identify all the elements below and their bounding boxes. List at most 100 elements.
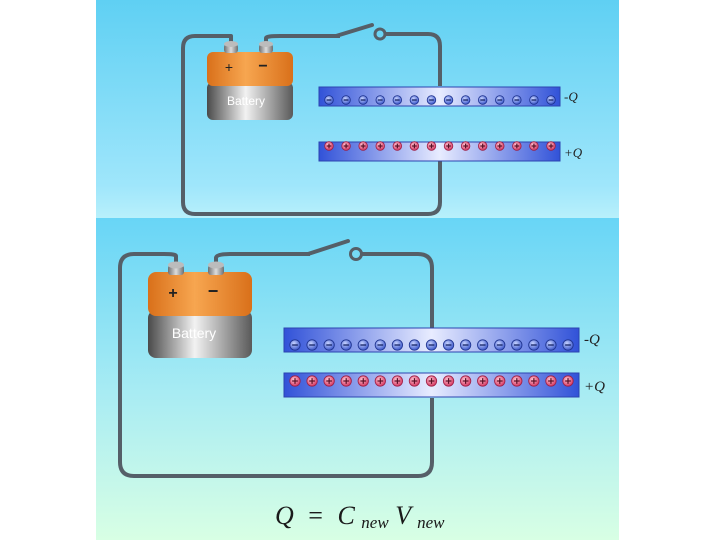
bottom-battery [148,261,252,358]
bottom-negative-charge [408,339,421,351]
bottom-negative-charges [289,339,574,351]
top-negative-charge [546,95,556,105]
bottom-negative-charge [511,339,523,351]
bottom-positive-charge [391,375,403,387]
equation-c: C [337,501,355,530]
bottom-battery-minus: − [208,281,219,301]
top-positive-charges [324,141,556,151]
bottom-circuit-wire-upper [214,252,310,268]
top-positive-charge [460,141,471,151]
top-switch-lever [334,23,374,38]
top-positive-charge [477,141,488,151]
top-positive-charge [358,141,368,151]
top-negative-charge [495,95,505,105]
bottom-positive-charge [494,375,506,387]
bottom-battery-label: Battery [172,325,216,341]
bottom-battery-plus: + [168,285,177,302]
bottom-negative-charge [289,339,301,351]
top-switch-contact [373,27,387,41]
bottom-positive-charge [511,375,523,387]
top-circuit-wire [181,34,442,216]
top-positive-charge [324,141,334,151]
bottom-plate-label-positive: +Q [584,379,605,395]
equation-c-sub: new [361,513,389,532]
bottom-negative-charge [306,339,318,351]
bottom-positive-charge [357,375,369,387]
top-positive-charge [375,141,385,151]
bottom-negative-charge [357,339,369,351]
bottom-positive-charge [340,375,352,387]
top-positive-charge [512,141,522,151]
top-battery [207,41,293,120]
equation-equals: = [308,501,323,530]
top-panel: + − Battery -Q +Q [181,23,583,216]
top-negative-charge [460,95,471,105]
top-positive-charge [409,141,420,151]
top-negative-charge [409,95,420,105]
top-battery-label: Battery [227,94,265,108]
bottom-negative-charge [442,339,455,351]
top-plate-label-negative: -Q [564,89,578,104]
bottom-plate-label-negative: -Q [584,332,600,348]
bottom-positive-charges [289,375,574,387]
top-negative-charge [392,95,403,105]
bottom-negative-charge [340,339,352,351]
bottom-panel: + − Battery -Q +Q [118,239,605,478]
bottom-circuit-wire [118,252,434,478]
bottom-positive-charge [528,375,540,387]
top-negative-charge [512,95,522,105]
bottom-negative-charge [391,339,403,351]
bottom-negative-charge [528,339,540,351]
bottom-negative-charge [494,339,506,351]
top-negative-charge [324,95,334,105]
top-negative-charge [477,95,488,105]
top-negative-charge [426,95,437,105]
top-negative-charges [324,95,556,105]
bottom-positive-charge [442,375,455,387]
top-positive-charge [546,141,556,151]
bottom-positive-charge [425,375,438,387]
bottom-positive-charge [374,375,386,387]
top-negative-charge [375,95,385,105]
bottom-positive-charge [289,375,301,387]
top-plate-label-positive: +Q [564,145,583,160]
bottom-negative-charge [460,339,472,351]
top-negative-charge [358,95,368,105]
top-positive-charge [392,141,403,151]
equation-v-sub: new [417,513,445,532]
bottom-switch-lever [306,239,350,256]
top-battery-plus: + [225,59,233,75]
top-positive-charge [495,141,505,151]
bottom-positive-charge [306,375,318,387]
top-negative-charge [443,95,454,105]
top-negative-charge [341,95,351,105]
bottom-negative-charge [374,339,386,351]
top-positive-charge [426,141,437,151]
bottom-positive-charge [477,375,489,387]
top-panel-background [96,0,619,218]
bottom-negative-charge [323,339,335,351]
top-battery-minus: − [258,58,267,75]
equation: Q = C new V new [275,501,445,534]
bottom-negative-charge [477,339,489,351]
top-positive-charge [529,141,539,151]
top-negative-charge [529,95,539,105]
bottom-circuit-wire-right [362,252,434,328]
bottom-negative-charge [562,339,574,351]
bottom-positive-charge [562,375,574,387]
equation-q: Q [275,501,294,530]
bottom-negative-charge [425,339,438,351]
bottom-negative-charge [545,339,557,351]
equation-v: V [395,501,414,530]
bottom-positive-charge [460,375,472,387]
top-circuit-wire-upper [264,34,340,48]
top-negative-plate [318,86,561,107]
bottom-positive-charge [545,375,557,387]
top-positive-charge [443,141,454,151]
top-positive-charge [341,141,351,151]
bottom-switch-contact [349,247,363,261]
bottom-positive-charge [408,375,421,387]
bottom-positive-charge [323,375,335,387]
top-positive-plate [318,141,561,162]
